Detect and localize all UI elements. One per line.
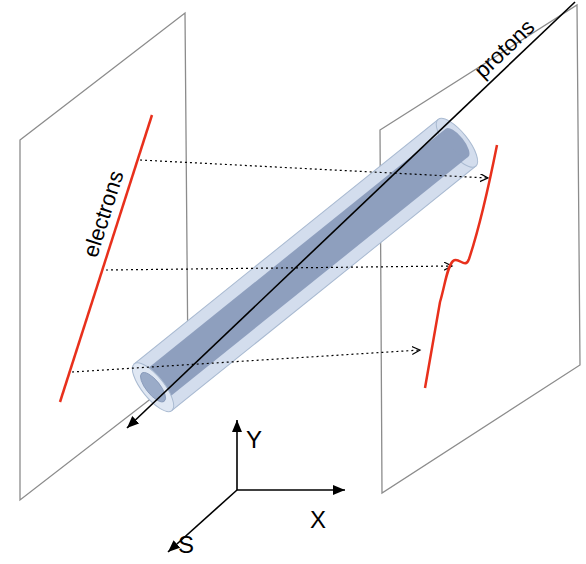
projection-arrow xyxy=(140,160,488,178)
projection-arrow xyxy=(106,266,452,270)
axis-label: X xyxy=(310,508,326,532)
electron-line xyxy=(60,115,152,402)
beam-tube xyxy=(126,113,485,418)
proton-beam xyxy=(127,2,575,428)
left-plane xyxy=(20,13,188,500)
particle-label: protons xyxy=(471,16,539,83)
axis-label: Y xyxy=(246,428,262,452)
axis-label: S xyxy=(178,533,194,557)
electron-line-deflected xyxy=(425,145,497,388)
axes xyxy=(168,420,345,552)
projection-arrow xyxy=(72,350,420,372)
right-plane xyxy=(380,5,580,493)
